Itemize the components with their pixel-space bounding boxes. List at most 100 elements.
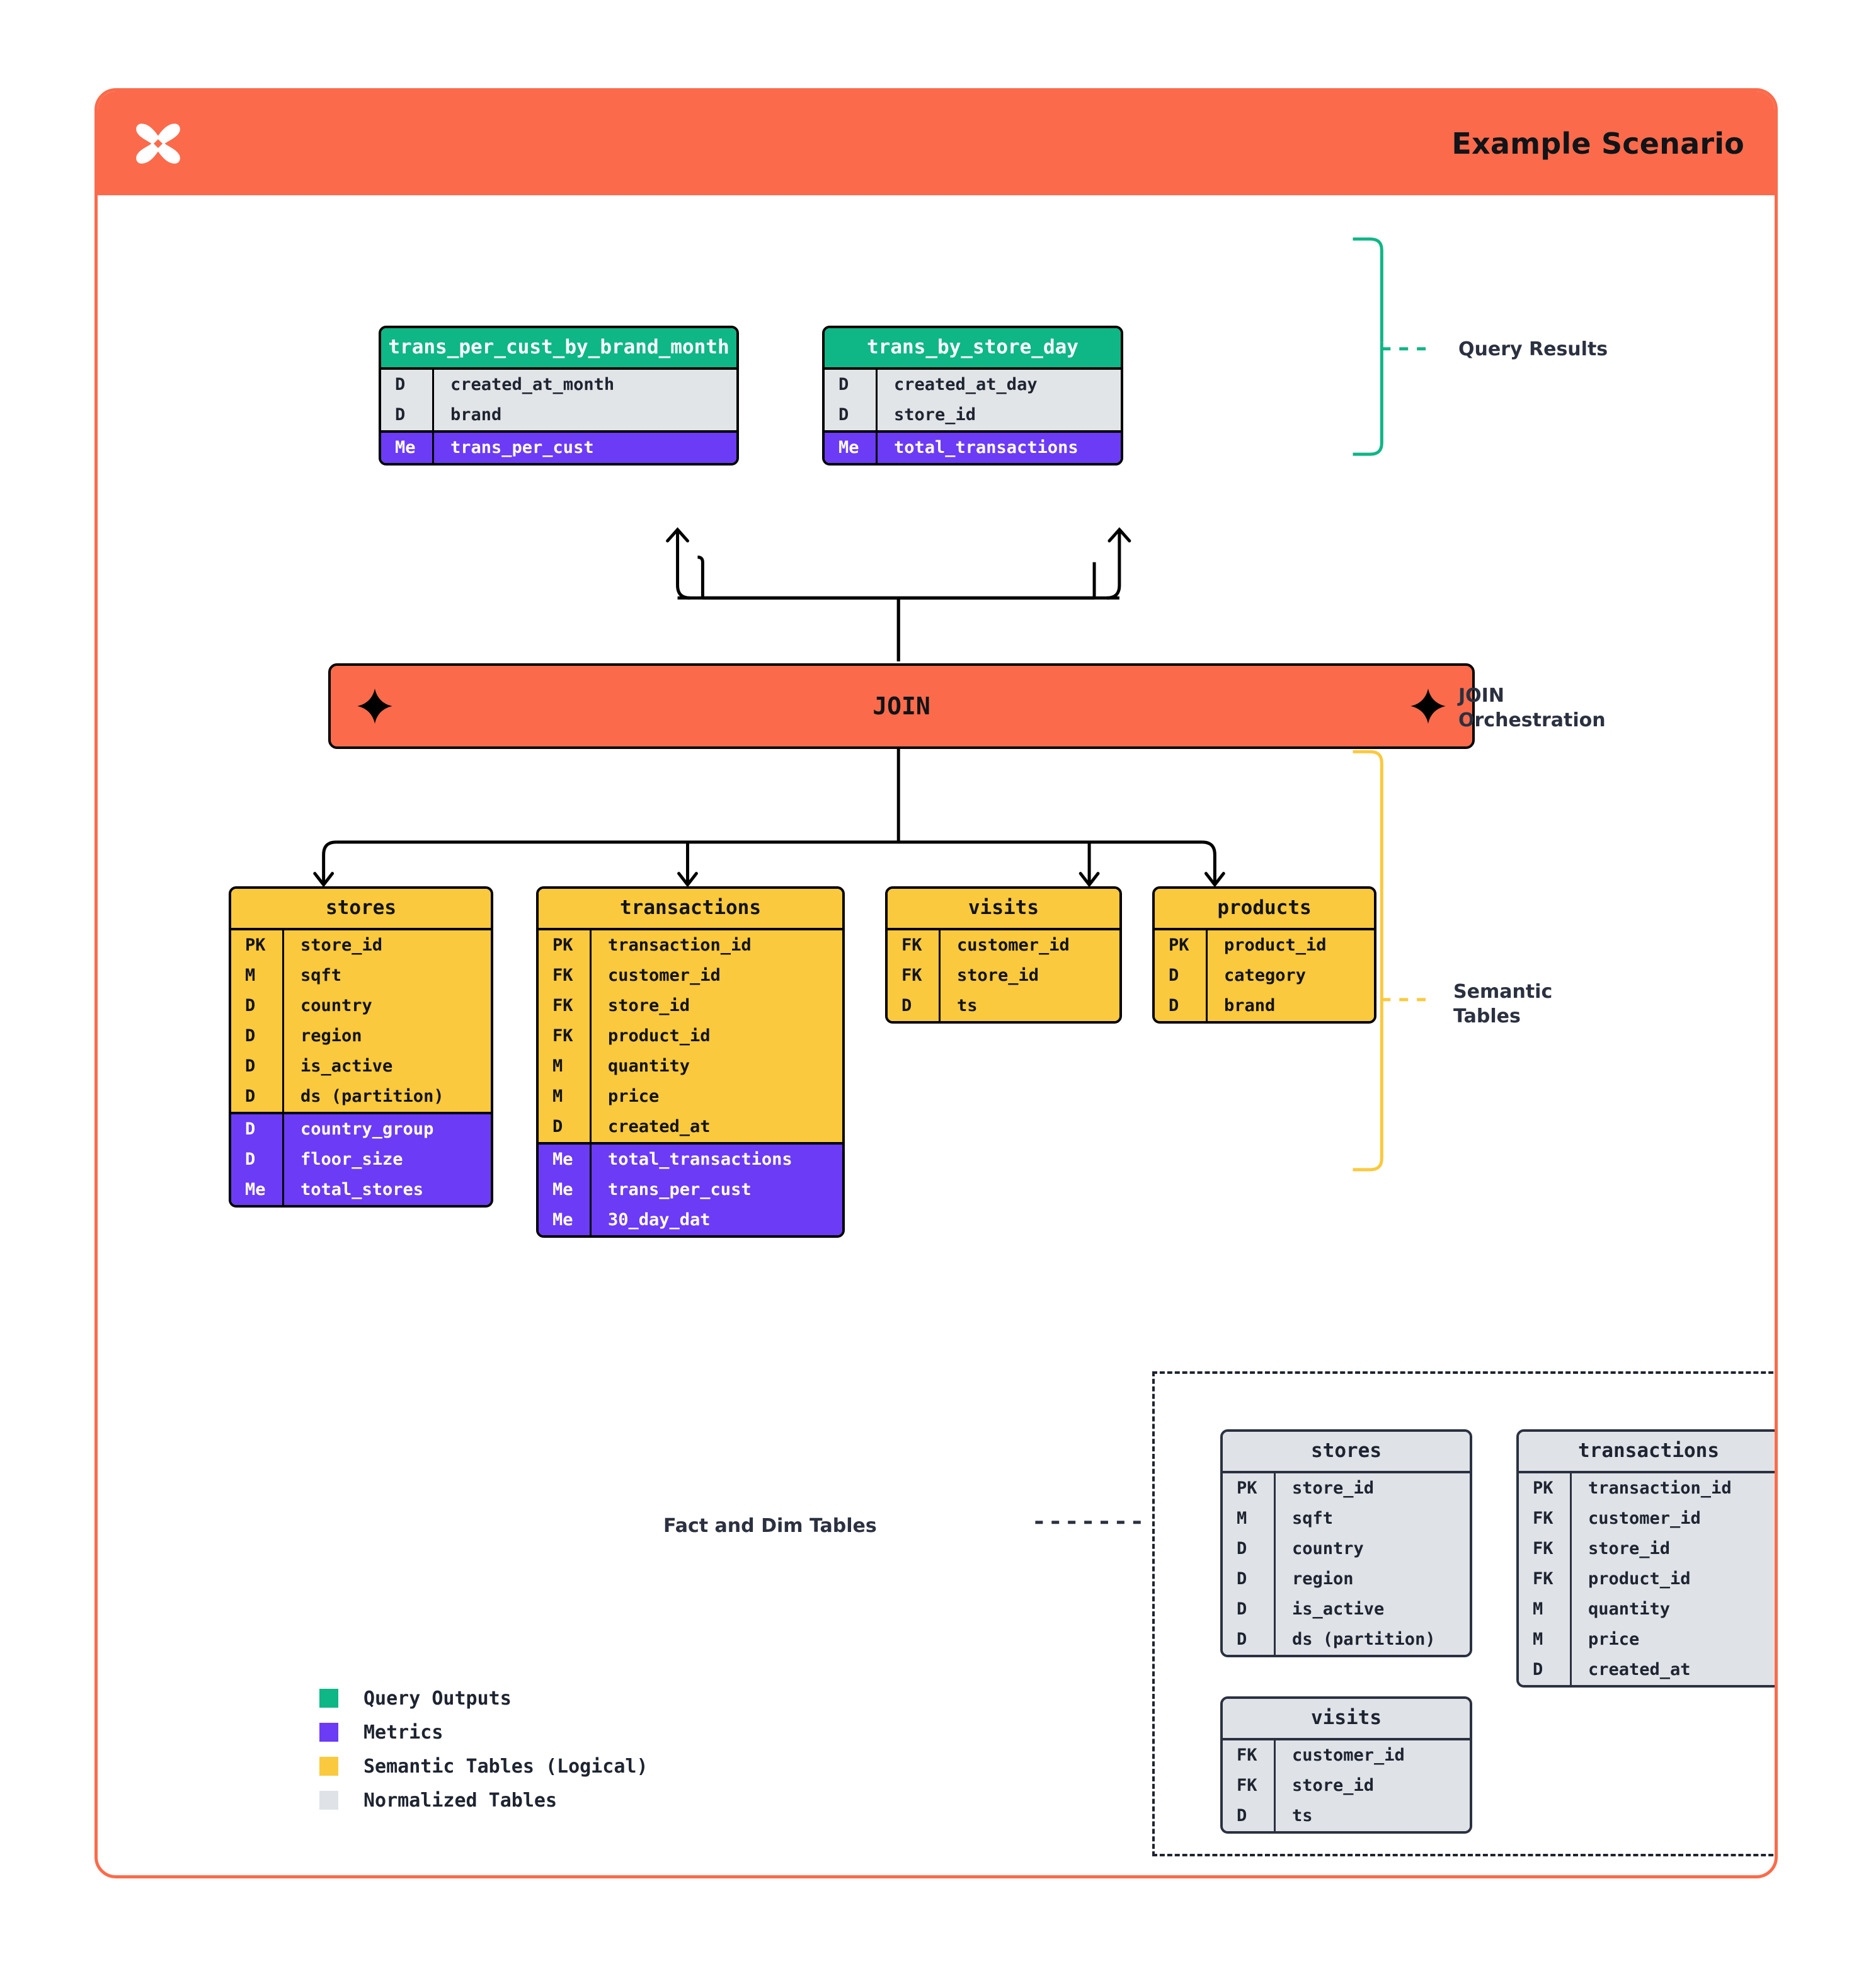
row-key: FK — [1223, 1740, 1276, 1771]
row-key: M — [1223, 1503, 1276, 1534]
row-key: D — [1155, 990, 1208, 1021]
row-key: PK — [1155, 930, 1208, 961]
x-butterfly-logo-icon — [136, 123, 180, 164]
row-field: 30_day_dat — [608, 1210, 711, 1230]
query-result-card-trans-by-store-day[interactable]: trans_by_store_day D created_at_day D st… — [822, 326, 1123, 466]
table-row: D created_at_day — [825, 369, 1121, 400]
row-field: country — [300, 996, 372, 1016]
row-field: total_transactions — [894, 438, 1079, 458]
row-field: transaction_id — [1588, 1478, 1732, 1499]
row-field: store_id — [300, 935, 383, 956]
legend-swatch-metrics — [319, 1723, 338, 1742]
legend-label: Normalized Tables — [363, 1789, 558, 1812]
annotation-line-1: JOIN — [1458, 685, 1504, 707]
row-field: customer_id — [608, 966, 721, 986]
row-field: total_transactions — [608, 1150, 792, 1170]
row-key: PK — [1223, 1473, 1276, 1504]
fact-and-dim-group — [1152, 1371, 1775, 1856]
legend-swatch-query-outputs — [319, 1689, 338, 1708]
row-field: quantity — [1588, 1599, 1671, 1620]
row-key: D — [231, 1020, 284, 1051]
row-key: D — [1223, 1594, 1276, 1625]
row-key: PK — [231, 930, 284, 961]
row-key: D — [1223, 1800, 1276, 1831]
row-field: store_id — [608, 996, 690, 1016]
row-key: D — [888, 990, 941, 1021]
row-key: Me — [539, 1174, 592, 1205]
row-key: M — [231, 960, 284, 991]
row-key: D — [1223, 1533, 1276, 1564]
legend-label: Metrics — [363, 1721, 443, 1744]
legend-label: Query Outputs — [363, 1687, 512, 1710]
row-key: FK — [1223, 1770, 1276, 1801]
row-field: product_id — [1224, 935, 1327, 956]
table-row: D brand — [381, 399, 736, 430]
annotation-fact-and-dim-tables: Fact and Dim Tables — [663, 1515, 877, 1537]
row-key: PK — [1519, 1473, 1572, 1504]
row-field: country — [1292, 1539, 1364, 1559]
row-key: D — [231, 1144, 284, 1175]
annotation-line-2: Orchestration — [1458, 709, 1606, 731]
legend-swatch-semantic-tables — [319, 1757, 338, 1776]
row-field: is_active — [300, 1056, 393, 1077]
row-field: trans_per_cust — [450, 438, 594, 458]
row-key: FK — [1519, 1503, 1572, 1534]
row-key: M — [539, 1081, 592, 1112]
table-row: Me total_transactions — [825, 432, 1121, 463]
table-title: visits — [888, 889, 1119, 930]
row-field: store_id — [957, 966, 1039, 986]
row-key: D — [825, 399, 878, 430]
table-title: trans_per_cust_by_brand_month — [381, 328, 736, 367]
row-field: store_id — [1292, 1478, 1375, 1499]
row-field: sqft — [300, 966, 342, 986]
row-field: ts — [1292, 1806, 1313, 1826]
metric-rows: Me total_transactions — [825, 430, 1121, 463]
app-header: Example Scenario — [98, 91, 1775, 195]
diagram-canvas: Example Scenario — [94, 88, 1778, 1878]
row-field: total_stores — [300, 1180, 424, 1200]
row-field: region — [1292, 1569, 1354, 1589]
row-field: region — [300, 1026, 362, 1046]
dimension-rows: D created_at_day D store_id — [825, 367, 1121, 430]
dimension-rows: D created_at_month D brand — [381, 367, 736, 430]
table-title: trans_by_store_day — [825, 328, 1121, 367]
row-field: is_active — [1292, 1599, 1385, 1620]
row-key: D — [231, 1114, 284, 1145]
table-row: PK store_id — [231, 930, 491, 961]
row-key: FK — [1519, 1533, 1572, 1564]
table-title: transactions — [539, 889, 842, 930]
join-orchestration-bar[interactable]: JOIN — [328, 663, 1475, 749]
row-key: D — [231, 1051, 284, 1082]
row-key: D — [231, 1081, 284, 1112]
row-field: floor_size — [300, 1150, 403, 1170]
query-result-card-trans-per-cust-by-brand-month[interactable]: trans_per_cust_by_brand_month D created_… — [379, 326, 739, 466]
row-field: trans_per_cust — [608, 1180, 752, 1200]
table-title: visits — [1223, 1699, 1470, 1740]
row-key: D — [1519, 1654, 1572, 1685]
